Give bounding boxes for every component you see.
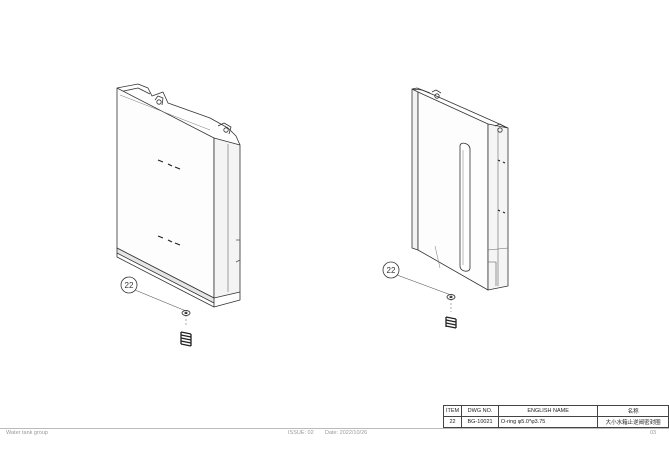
footer-title: Water tank group (6, 430, 48, 436)
footer-issue: ISSUE: 02 (288, 430, 314, 436)
footer: Water tank group ISSUE: 02 Date: 2022/10… (0, 428, 669, 438)
bom-header-row: ITEM DWG NO. ENGLISH NAME 名称 (442, 405, 669, 417)
footer-rule (0, 428, 669, 429)
bom-header-dwg-no: DWG NO. (461, 405, 499, 417)
right-water-tank (411, 87, 509, 291)
right-spring (445, 316, 457, 329)
table-row: 22 BG-10021 O-ring φ5.0*φ3.75 大小水箱止逆阀密封圈 (442, 416, 669, 428)
footer-date: Date: 2022/10/26 (325, 430, 368, 436)
left-callout-number: 22 (125, 281, 134, 290)
bom-header-english-name: ENGLISH NAME (497, 405, 599, 417)
left-callout: 22 (120, 276, 187, 326)
right-callout: 22 (382, 261, 452, 312)
right-callout-number: 22 (387, 266, 396, 275)
bom-cell-chinese-name: 大小水箱止逆阀密封圈 (597, 416, 669, 428)
bom-cell-dwg-no: BG-10021 (461, 416, 499, 428)
left-spring (180, 331, 192, 347)
bom-table: ITEM DWG NO. ENGLISH NAME 名称 22 BG-10021… (442, 405, 669, 428)
bom-header-chinese-name: 名称 (597, 405, 669, 417)
bom-cell-english-name: O-ring φ5.0*φ3.75 (497, 416, 599, 428)
left-water-tank (116, 83, 241, 308)
bom-header-item: ITEM (442, 405, 463, 417)
bom-cell-item: 22 (442, 416, 463, 428)
footer-page-number: 03 (650, 430, 657, 436)
